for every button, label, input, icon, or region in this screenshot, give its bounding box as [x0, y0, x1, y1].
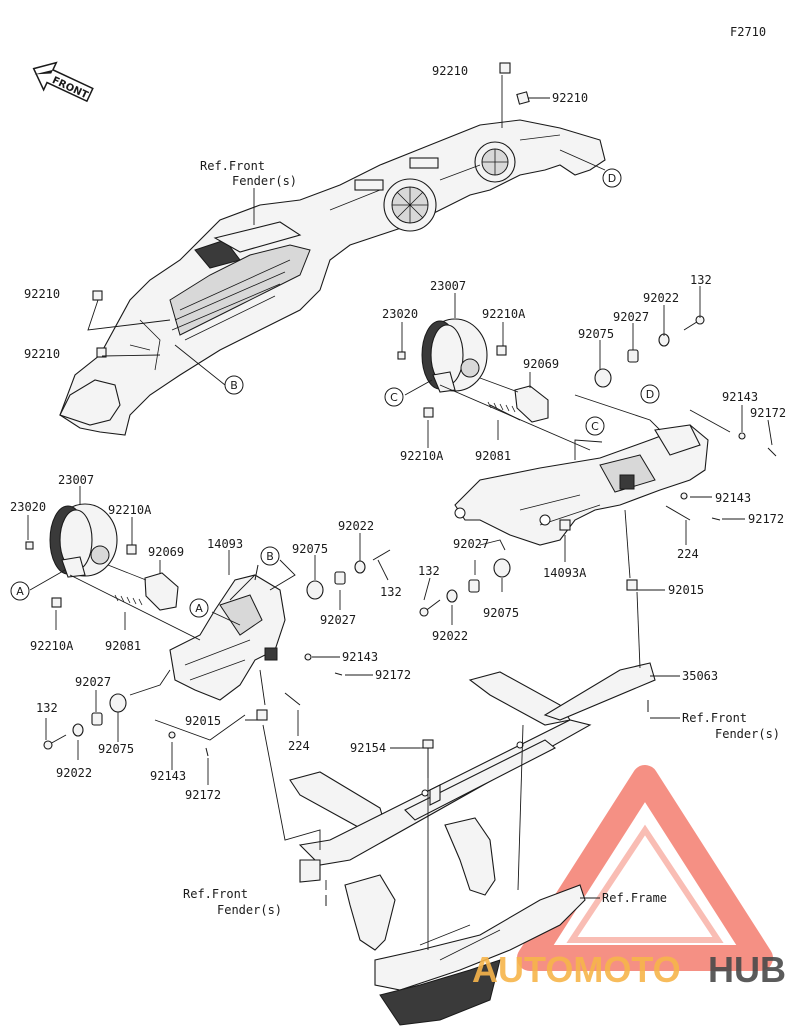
svg-text:B: B [230, 379, 238, 392]
label-35063: 35063 [682, 669, 718, 683]
label-23007: 23007 [58, 473, 94, 487]
label-92143: 92143 [722, 390, 758, 404]
svg-text:AUTOMOTO: AUTOMOTO [472, 949, 681, 990]
svg-text:HUB: HUB [708, 949, 786, 990]
label-ref-front: Ref.Front [682, 711, 747, 725]
label-92172: 92172 [185, 788, 221, 802]
label-92015: 92015 [668, 583, 704, 597]
label-92022: 92022 [56, 766, 92, 780]
headlight-left [25, 503, 179, 611]
svg-text:D: D [608, 172, 616, 185]
callout-b-top: B [224, 375, 244, 395]
headlight-right [397, 318, 549, 423]
svg-text:C: C [390, 391, 398, 404]
hardware-right-upper [594, 315, 777, 591]
label-23020: 23020 [10, 500, 46, 514]
svg-text:A: A [16, 585, 24, 598]
callout-c-left: C [384, 387, 404, 407]
label-92210: 92210 [24, 347, 60, 361]
label-132: 132 [418, 564, 440, 578]
watermark-logo [517, 765, 773, 971]
front-fender-assembly [59, 119, 606, 436]
label-92210: 92210 [24, 287, 60, 301]
label-92022: 92022 [432, 629, 468, 643]
label-92022: 92022 [338, 519, 374, 533]
label-92081: 92081 [105, 639, 141, 653]
callout-b-mid: B [260, 546, 280, 566]
bracket-14093a [454, 424, 709, 546]
label-92210a: 92210A [30, 639, 74, 653]
label-92022: 92022 [643, 291, 679, 305]
label-ref-frame: Ref.Frame [602, 891, 667, 905]
clip-92210-top [92, 62, 530, 358]
label-132: 132 [690, 273, 712, 287]
callout-a-left: A [10, 581, 30, 601]
label-23020: 23020 [382, 307, 418, 321]
label-fender: Fender(s) [715, 727, 780, 741]
callout-d-right: D [640, 384, 660, 404]
leader-lines [27, 75, 773, 950]
label-92075: 92075 [578, 327, 614, 341]
label-92172: 92172 [375, 668, 411, 682]
label-92075: 92075 [98, 742, 134, 756]
watermark-text: AUTOMOTO HUB [472, 949, 786, 990]
label-132: 132 [380, 585, 402, 599]
hardware-right-lower [419, 558, 511, 617]
label-132: 132 [36, 701, 58, 715]
label-92069: 92069 [148, 545, 184, 559]
label-92143: 92143 [715, 491, 751, 505]
label-ref-front: Ref.Front [183, 887, 248, 901]
svg-text:D: D [646, 388, 654, 401]
label-92075: 92075 [483, 606, 519, 620]
callout-a-mid: A [189, 598, 209, 618]
label-92081: 92081 [475, 449, 511, 463]
label-92027: 92027 [320, 613, 356, 627]
label-92027: 92027 [613, 310, 649, 324]
callout-d-top: D [602, 168, 622, 188]
label-92015: 92015 [185, 714, 221, 728]
label-fender: Fender(s) [217, 903, 282, 917]
figure-code: F2710 [730, 25, 766, 39]
svg-text:A: A [195, 602, 203, 615]
bracket-14093 [169, 564, 286, 701]
label-92143: 92143 [150, 769, 186, 783]
label-92172: 92172 [750, 406, 786, 420]
label-92154: 92154 [350, 741, 386, 755]
svg-text:C: C [591, 420, 599, 433]
label-92172: 92172 [748, 512, 784, 526]
label-92075: 92075 [292, 542, 328, 556]
svg-text:B: B [266, 550, 274, 563]
label-224: 224 [288, 739, 310, 753]
callout-c-right: C [585, 416, 605, 436]
label-14093: 14093 [207, 537, 243, 551]
label-92210a: 92210A [400, 449, 444, 463]
label-92027: 92027 [453, 537, 489, 551]
label-92210a: 92210A [108, 503, 152, 517]
label-92210: 92210 [432, 64, 468, 78]
front-arrow-icon: FRONT [32, 61, 94, 103]
frame-assembly [289, 662, 656, 1026]
label-92069: 92069 [523, 357, 559, 371]
label-224: 224 [677, 547, 699, 561]
label-92027: 92027 [75, 675, 111, 689]
label-92210: 92210 [552, 91, 588, 105]
label-fender: Fender(s) [232, 174, 297, 188]
label-92143: 92143 [342, 650, 378, 664]
part-labels: F2710 92210 92210 Ref.Front Fender(s) 92… [10, 25, 786, 917]
label-ref-front: Ref.Front [200, 159, 265, 173]
label-23007: 23007 [430, 279, 466, 293]
label-14093a: 14093A [543, 566, 587, 580]
label-92210a: 92210A [482, 307, 526, 321]
